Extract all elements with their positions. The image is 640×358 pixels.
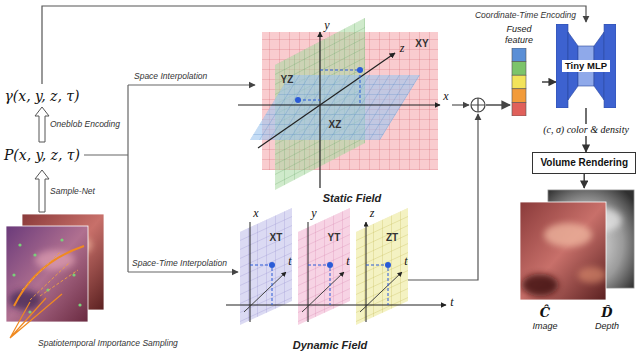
axis-label: x: [253, 207, 258, 221]
annotation: Space-Time Interpolation: [132, 259, 227, 269]
sample-formula: P(x, y, z, τ): [4, 147, 80, 163]
encoding-formula: γ(x, y, z, τ): [4, 88, 79, 104]
plane-label: ZT: [386, 232, 398, 244]
annotation: Space Interpolation: [134, 72, 207, 82]
axis-label: t: [450, 296, 453, 310]
mlp-block: Tiny MLP: [556, 24, 616, 108]
output-symbol: Ĉ: [514, 306, 576, 321]
text-column: D̂Depth: [576, 306, 638, 331]
plane-label: XY: [415, 38, 428, 50]
field-title: Static Field: [323, 192, 382, 205]
feature-cell: [512, 62, 526, 76]
fused-feature: Fused feature: [496, 24, 542, 116]
feature-cell: [512, 75, 526, 89]
process-box: Volume Rendering: [532, 152, 636, 174]
axis-label: z: [400, 42, 405, 56]
node-label: Tiny MLP: [562, 60, 610, 73]
edge-label: (c, σ) color & density: [541, 124, 631, 136]
field-title: Dynamic Field: [293, 339, 368, 352]
node-label: Volume Rendering: [540, 157, 628, 169]
output-caption: Image: [514, 321, 576, 331]
feature-cell: [512, 102, 526, 116]
plane-label: YZ: [281, 74, 294, 86]
annotation: Spatiotemporal Importance Sampling: [38, 339, 178, 349]
axis-label: y: [324, 19, 329, 33]
axis-label: t: [346, 255, 349, 269]
axis-label: y: [311, 207, 316, 221]
plane-label: XT: [270, 232, 283, 244]
plane-label: XZ: [329, 119, 342, 131]
plane-label: YT: [328, 232, 341, 244]
feature-cell: [512, 48, 526, 62]
output-images: ĈImageD̂Depth: [514, 188, 638, 348]
axis-label: z: [370, 207, 375, 221]
axis-label: x: [443, 90, 448, 104]
axis-label: t: [288, 255, 291, 269]
connector: [542, 81, 556, 82]
feature-bar: [496, 48, 542, 116]
annotation: Oneblob Encoding: [50, 120, 120, 130]
annotation: Sample-Net: [50, 187, 95, 197]
text-column: ĈImage: [514, 306, 576, 331]
axis-label: t: [404, 255, 407, 269]
feature-cell: [512, 89, 526, 103]
node-label: Fused feature: [496, 24, 542, 45]
output-caption: Depth: [576, 321, 638, 331]
output-symbol: D̂: [576, 306, 638, 321]
connector: [583, 174, 584, 189]
annotation: Coordinate-Time Encoding: [475, 11, 576, 21]
